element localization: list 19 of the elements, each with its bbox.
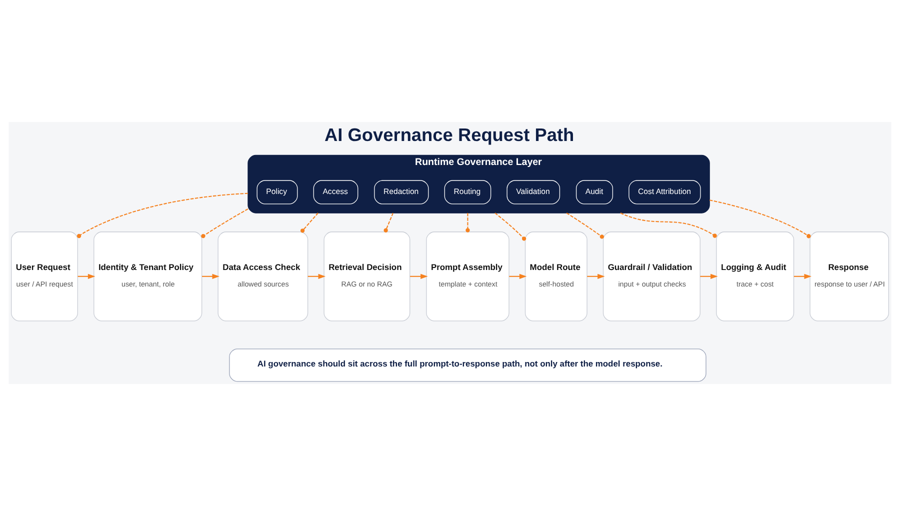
connector bbox=[466, 213, 470, 232]
arrow bbox=[78, 274, 96, 279]
diagram-title: AI Governance Request Path bbox=[324, 125, 574, 146]
arrow bbox=[308, 274, 326, 279]
connector bbox=[620, 212, 717, 238]
connector bbox=[709, 200, 811, 238]
connector bbox=[566, 212, 604, 239]
arrow bbox=[794, 274, 812, 279]
arrow bbox=[587, 274, 605, 279]
arrow bbox=[202, 274, 220, 279]
connector bbox=[384, 212, 394, 232]
connector bbox=[494, 212, 526, 241]
connector bbox=[201, 208, 248, 238]
arrow bbox=[410, 274, 428, 279]
arrow bbox=[700, 274, 718, 279]
arrow bbox=[509, 274, 527, 279]
connector bbox=[76, 192, 248, 238]
node-box: AI governance should sit across the full prompt-to-response path, not only after the model response. bbox=[229, 348, 706, 382]
connector bbox=[300, 212, 318, 233]
